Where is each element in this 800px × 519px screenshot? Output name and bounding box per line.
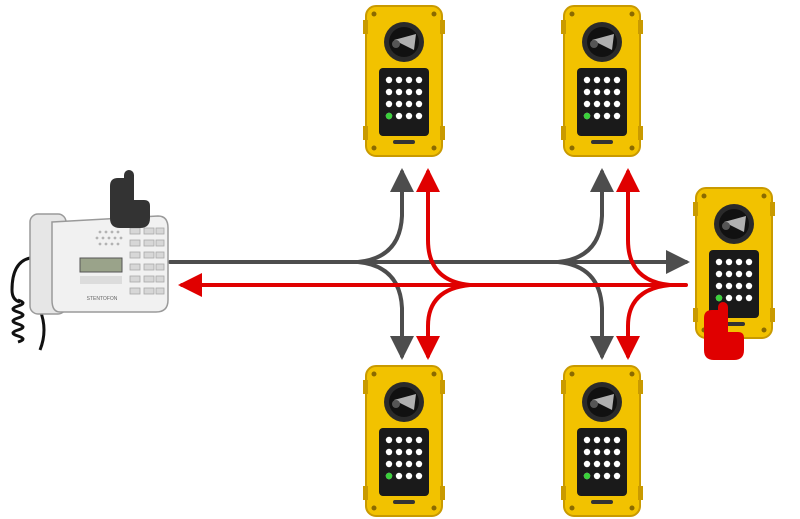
- yellow-industrial-intercom-icon: [362, 365, 446, 517]
- red-arrow-bottom-right: [616, 283, 672, 360]
- red-arrow-top-left: [416, 168, 472, 287]
- pointing-hand-icon: [110, 170, 150, 228]
- gray-flow: [168, 168, 690, 360]
- yellow-industrial-intercom-icon: [362, 5, 446, 157]
- gray-arrow-top-right: [556, 168, 614, 264]
- yellow-industrial-intercom-icon: [560, 365, 644, 517]
- red-arrow-bottom-left: [416, 283, 472, 360]
- red-arrow-top-right: [616, 168, 672, 287]
- red-flow: [178, 168, 688, 360]
- desk-intercom-master-station-icon: STENTOFON: [10, 213, 169, 351]
- gray-arrow-top-left: [356, 168, 414, 264]
- gray-arrow-bottom-left: [356, 260, 414, 360]
- yellow-industrial-intercom-icon: [560, 5, 644, 157]
- master-brand-text: STENTOFON: [87, 296, 118, 302]
- gray-arrow-bottom-right: [556, 260, 614, 360]
